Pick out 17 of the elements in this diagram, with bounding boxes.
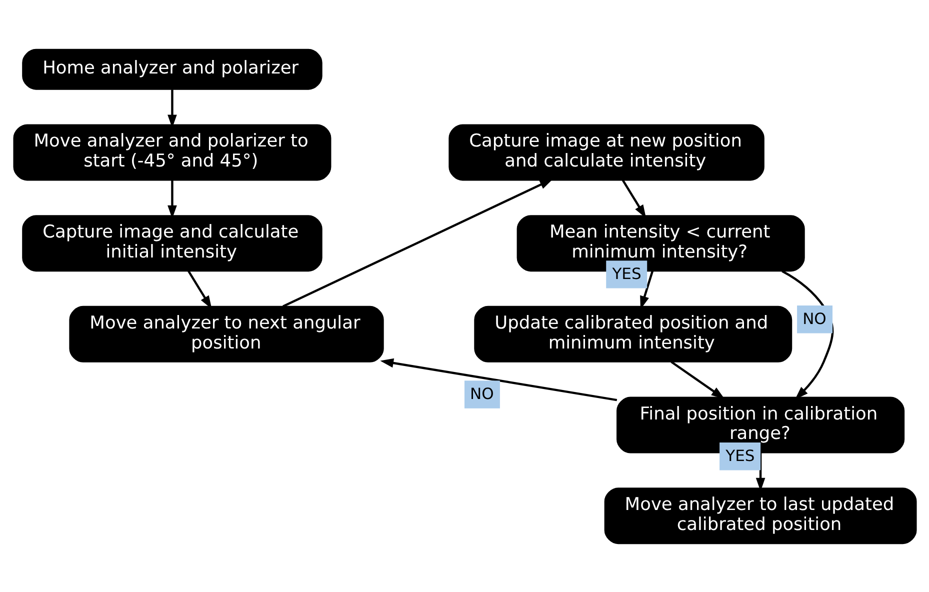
edge-label: NO (802, 310, 826, 328)
arrow (640, 270, 654, 309)
edge-label: NO (470, 384, 494, 403)
arrow (621, 179, 646, 218)
node-box: Move analyzer to next angular position (68, 305, 384, 362)
node-box: Capture image at new position and calculate intensity (448, 124, 764, 180)
arrow (670, 360, 724, 398)
node-box: Move analyzer and polarizer to start (-45° and 45°) (12, 124, 331, 180)
node-box: Update calibrated position and minimum intensity (474, 305, 792, 362)
arrow (282, 178, 553, 307)
node-box: Home analyzer and polarizer (22, 48, 322, 90)
arrow (380, 358, 617, 401)
arrow (167, 180, 176, 218)
node-box: Move analyzer to last updated calibrated position (604, 487, 916, 544)
arrow (755, 452, 765, 491)
arrow (187, 270, 212, 309)
node-box: Capture image and calculate initial intensity (22, 214, 322, 272)
